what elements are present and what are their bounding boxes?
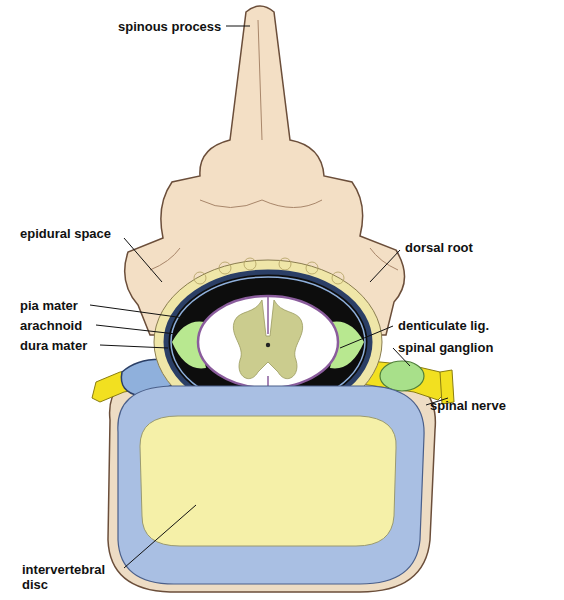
median-sulcus (267, 297, 269, 334)
part-label: denticulate lig. (398, 318, 489, 333)
annulus-fibrosus (118, 386, 424, 584)
part-label: epidural space (20, 226, 111, 241)
central-canal (266, 343, 270, 347)
leader-lines (90, 26, 448, 568)
part-label: spinous process (118, 19, 221, 34)
part-label: arachnoid (20, 318, 82, 333)
part-label: spinal nerve (430, 398, 506, 413)
part-label: dorsal root (405, 240, 473, 255)
bone-shading (150, 20, 398, 270)
part-label: spinal ganglion (398, 340, 493, 355)
part-label: dura mater (20, 338, 87, 353)
spinal-ganglion-shape (380, 361, 424, 391)
spinal-cord (198, 296, 338, 388)
vertebral-body (108, 372, 435, 592)
nucleus-pulposus (140, 416, 396, 546)
part-label: pia mater (20, 298, 78, 313)
part-label: intervertebral disc (22, 562, 126, 592)
